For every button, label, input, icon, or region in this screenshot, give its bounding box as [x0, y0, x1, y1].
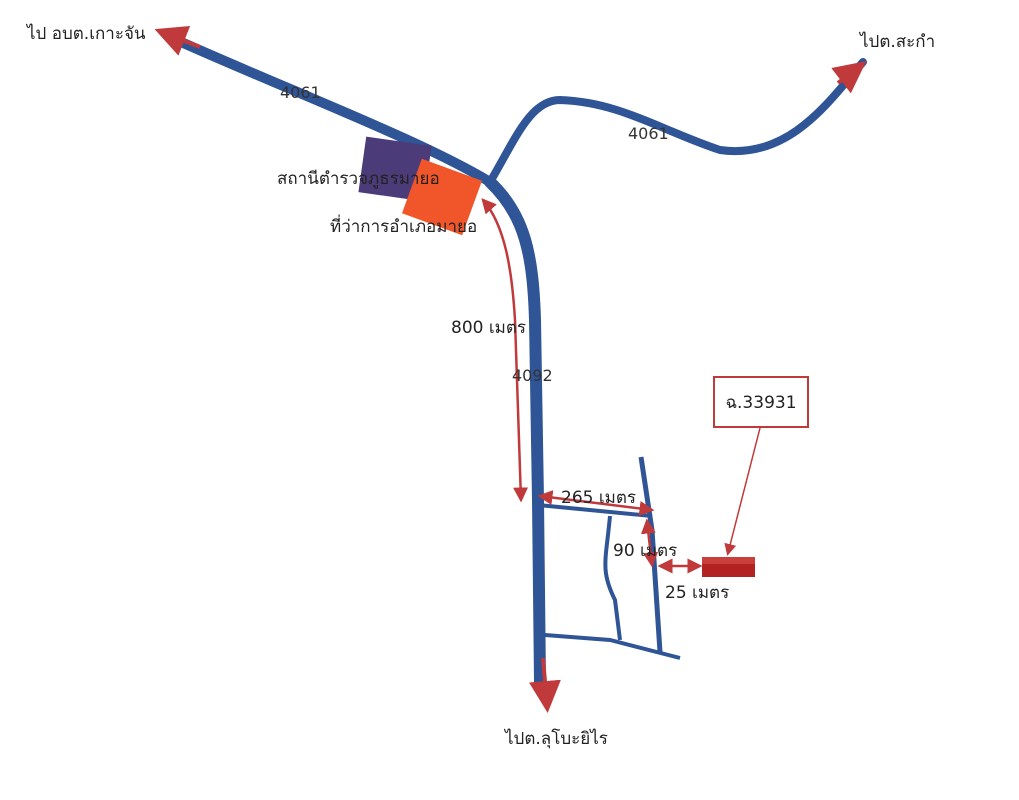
district-office-building — [402, 158, 482, 236]
road-4092 — [484, 176, 546, 688]
distance-800-label: 800 เมตร — [451, 318, 527, 338]
road-4061-west — [167, 33, 495, 187]
distance-800-arrow — [481, 198, 529, 503]
arrow-south — [529, 657, 561, 713]
destination-northeast-label: ไปต.สะกำ — [860, 32, 936, 52]
destination-south-label: ไปต.ลุโบะยิไร — [505, 729, 608, 749]
road-4061-west-label: 4061 — [280, 83, 321, 102]
distance-265-label: 265 เมตร — [561, 488, 637, 508]
plot-label-box: ฉ.33931 — [713, 376, 809, 428]
arrow-northeast — [831, 61, 867, 94]
distance-25-label: 25 เมตร — [665, 583, 730, 603]
district-office-label: ที่ว่าการอำเภอมายอ — [330, 217, 478, 237]
plot-label: ฉ.33931 — [725, 392, 797, 413]
distance-90-label: 90 เมตร — [613, 541, 678, 561]
road-4092-label: 4092 — [512, 366, 553, 385]
destination-northwest-label: ไป อบต.เกาะจัน — [27, 24, 146, 44]
local-road-inner — [603, 515, 622, 641]
road-4061-east-label: 4061 — [628, 124, 669, 143]
police-station-label: สถานีตำรวจภูธรมายอ — [277, 169, 440, 189]
distance-265-arrow — [537, 490, 655, 516]
road-4061-east — [486, 58, 867, 186]
local-road-bottom — [544, 633, 681, 660]
distance-90-arrow — [640, 518, 659, 568]
plot-marker-shade — [702, 557, 755, 564]
plot-callout-line — [724, 427, 761, 556]
arrow-northwest — [154, 25, 201, 56]
